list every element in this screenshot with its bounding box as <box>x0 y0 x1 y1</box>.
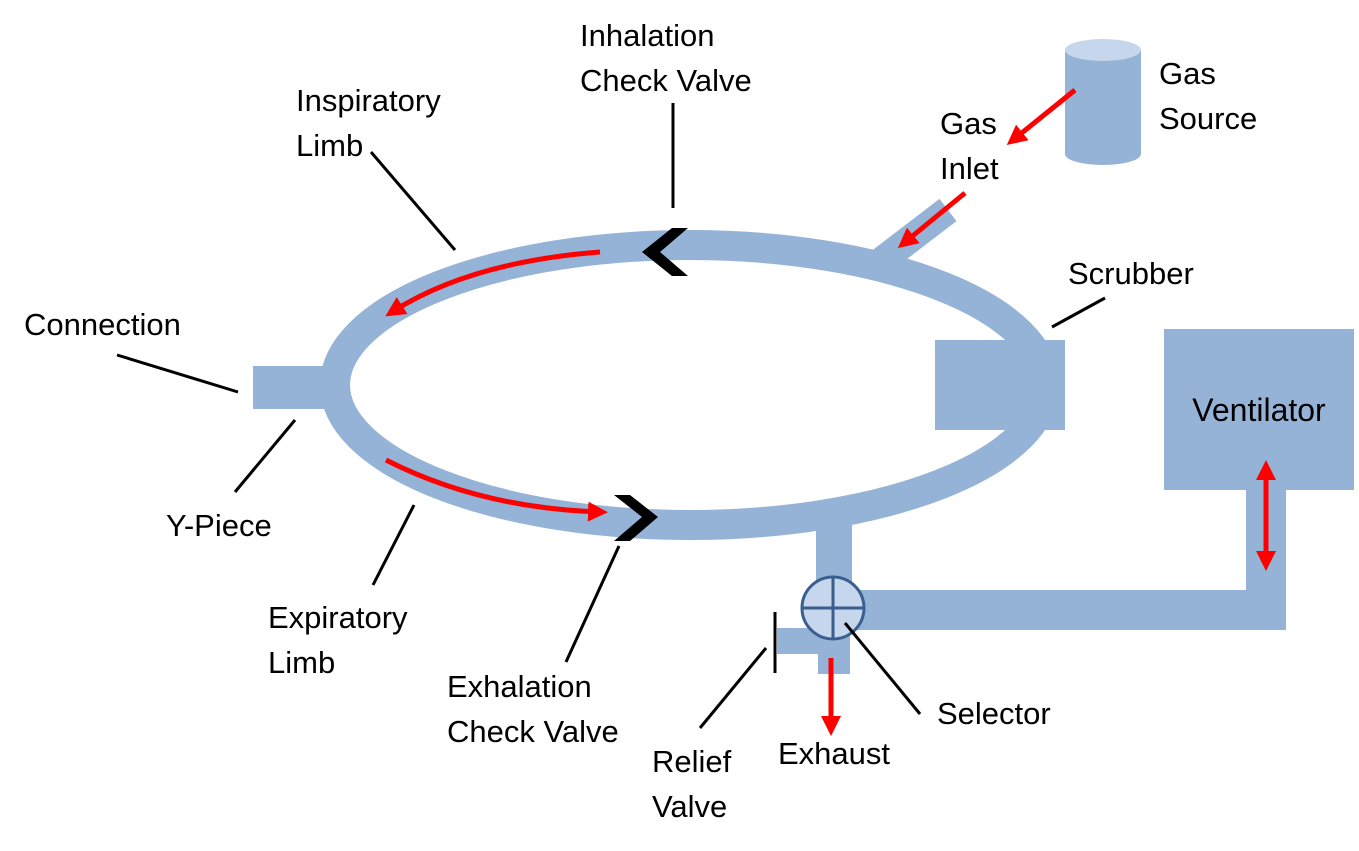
selector-label: Selector <box>937 696 1051 731</box>
inspiratory-limb-leader <box>369 151 457 251</box>
inspiratory-limb-label: Inspiratory Limb <box>296 83 449 163</box>
gas-inlet-flow-arrow <box>897 191 967 249</box>
exhalation-valve-label: Exhalation Check Valve <box>447 669 619 749</box>
expiratory-limb-label: Expiratory Limb <box>268 600 416 680</box>
ventilator-tube-horizontal <box>850 590 1286 630</box>
connection-leader <box>116 353 239 394</box>
expiratory-limb-leader <box>371 504 416 586</box>
y-piece-leader <box>233 419 297 493</box>
relief-valve-label: Relief Valve <box>652 744 740 824</box>
selector-leader <box>843 622 922 715</box>
gas-source-label: Gas Source <box>1159 56 1257 136</box>
y-piece-connector <box>253 366 338 409</box>
exhalation-check-valve-chevron-icon <box>614 495 658 541</box>
inhalation-valve-label: Inhalation Check Valve <box>580 18 752 98</box>
leader-lines <box>116 103 1106 729</box>
expiratory-flow-arrow <box>384 457 608 522</box>
relief-valve-leader <box>698 647 768 729</box>
circle-cross-icon <box>800 575 866 641</box>
inspiratory-flow-arrow <box>385 249 601 317</box>
gas-source-arrow <box>1006 88 1077 146</box>
scrubber-leader <box>1051 296 1106 329</box>
flow-arrows <box>384 88 1276 736</box>
scrubber-block <box>935 340 1065 430</box>
inhalation-check-valve-chevron-icon <box>642 228 688 276</box>
labels: Inhalation Check Valve Inspiratory Limb … <box>24 18 1326 824</box>
gas-inlet-label: Gas Inlet <box>940 106 1005 186</box>
scrubber-label: Scrubber <box>1068 256 1194 291</box>
connection-label: Connection <box>24 307 181 342</box>
exhalation-valve-leader <box>564 545 621 663</box>
exhaust-label: Exhaust <box>778 736 890 771</box>
ventilator-label: Ventilator <box>1192 392 1326 428</box>
y-piece-label: Y-Piece <box>166 508 272 543</box>
cylinder-icon <box>1065 39 1141 165</box>
